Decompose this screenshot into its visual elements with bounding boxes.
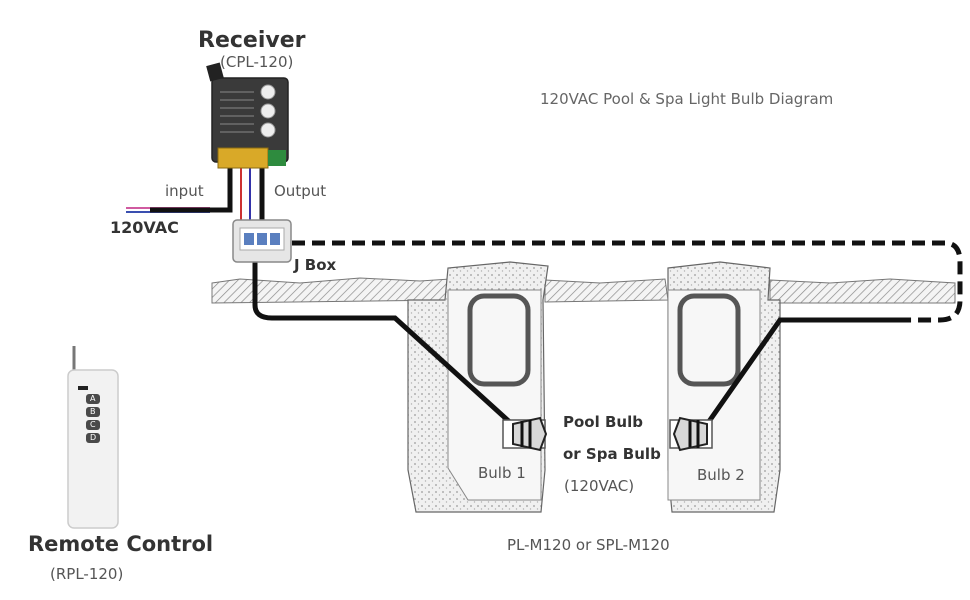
remote-button-c[interactable] xyxy=(86,420,100,430)
remote-button-a[interactable] xyxy=(86,394,100,404)
pool-wall-2 xyxy=(667,261,781,513)
remote-button-b[interactable] xyxy=(86,407,100,417)
model-note: PL-M120 or SPL-M120 xyxy=(507,536,670,554)
junction-box-icon xyxy=(232,219,292,263)
bulb-2-icon xyxy=(669,416,713,452)
receiver-name: Receiver xyxy=(198,28,306,53)
supply-voltage-label: 120VAC xyxy=(110,218,179,237)
remote-button-a-label: A xyxy=(90,394,96,403)
remote-button-d-label: D xyxy=(90,433,97,442)
remote-model: (RPL-120) xyxy=(50,565,124,583)
remote-name: Remote Control xyxy=(28,532,214,556)
niche-2 xyxy=(677,293,741,387)
supply-cable xyxy=(126,168,265,225)
remote-button-b-label: B xyxy=(90,407,96,416)
remote-control-icon xyxy=(67,346,119,529)
bulb-1-icon xyxy=(502,416,548,452)
jbox-label: J Box xyxy=(294,256,337,274)
remote-button-d[interactable] xyxy=(86,433,100,443)
output-label: Output xyxy=(274,182,327,200)
bulb-voltage: (120VAC) xyxy=(564,477,635,495)
bulb-2-label: Bulb 2 xyxy=(697,466,745,484)
diagram-title: 120VAC Pool & Spa Light Bulb Diagram xyxy=(540,90,834,108)
dashed-cable xyxy=(292,240,963,323)
input-label: input xyxy=(165,182,204,200)
receiver-model: (CPL-120) xyxy=(220,53,294,71)
bulb-type-line2: or Spa Bulb xyxy=(563,445,661,463)
niche-1 xyxy=(467,293,531,387)
remote-button-c-label: C xyxy=(90,420,96,429)
deck-ground xyxy=(211,277,956,304)
receiver-device-icon xyxy=(206,62,289,169)
bulb-cables xyxy=(252,262,905,432)
bulb-type-line1: Pool Bulb xyxy=(563,413,643,431)
bulb-1-label: Bulb 1 xyxy=(478,464,526,482)
